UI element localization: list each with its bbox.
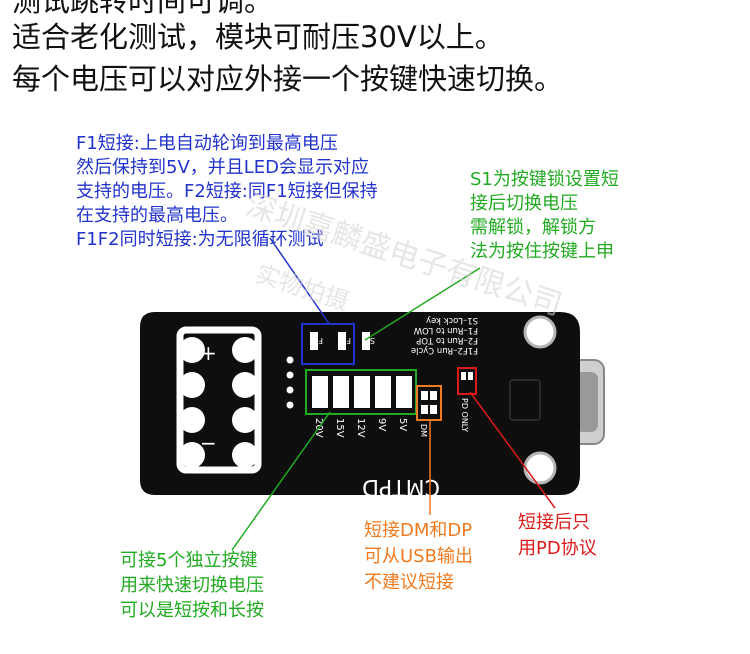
- button-pad-5v: [396, 376, 412, 408]
- s1-note-line: 需解锁，解锁方: [470, 217, 596, 238]
- pad-dp: [421, 391, 428, 400]
- blue-leader-line: [269, 237, 331, 326]
- pad-label-s1: S1: [365, 336, 375, 345]
- dm-dp-note: 短接DM和DP 可从USB输出 不建议短接: [364, 518, 473, 596]
- f1-f2-pad-box: [301, 323, 355, 365]
- button-pad-20v: [312, 376, 328, 408]
- via: [286, 386, 294, 394]
- button-pad-15v: [333, 376, 349, 408]
- header-line-3: 每个电压可以对应外接一个按键快速切换。: [12, 62, 564, 96]
- ic-outline: [509, 379, 541, 421]
- s1-note: S1为按键锁设置短 接后切换电压 需解锁，解锁方 法为按住按键上申: [470, 168, 619, 264]
- pad: [179, 337, 205, 363]
- pad: [179, 372, 205, 398]
- pad-pd: [461, 372, 466, 380]
- f1-note-line: F1短接:上电自动轮询到最高电压: [76, 133, 338, 154]
- pcb-board: + − F2 F1 S1 F1F2–Run Cycle F2–Run to TO…: [140, 290, 610, 505]
- voltage-label-12v: 12V: [355, 418, 366, 438]
- s1-note-line: 接后切换电压: [470, 193, 578, 214]
- dm-label: DM: [419, 424, 428, 437]
- s1-note-line: 法为按住按键上申: [470, 241, 614, 262]
- pad-dm: [421, 405, 428, 414]
- keys-note: 可接5个独立按键 用来快速切换电压 可以是短按和长按: [120, 548, 264, 623]
- button-pad-9v: [375, 376, 391, 408]
- silk-line: F1F2–Run Cycle: [411, 345, 478, 355]
- keys-note-line: 用来快速切换电压: [120, 575, 264, 596]
- pad-label-f2: F2: [313, 336, 323, 345]
- voltage-label-15v: 15V: [334, 418, 345, 438]
- dm-note-line: 短接DM和DP: [364, 520, 473, 541]
- pad-label-f1: F1: [341, 336, 351, 345]
- via: [286, 356, 294, 364]
- keys-note-line: 可以是短按和长按: [120, 600, 264, 621]
- f1-note-line: 然后保持到5V，并且LED会显示对应: [76, 157, 370, 178]
- pd-note-line: 短接后只: [518, 512, 590, 533]
- f1-f2-note: F1短接:上电自动轮询到最高电压 然后保持到5V，并且LED会显示对应 支持的电…: [76, 132, 378, 252]
- voltage-label-9v: 9V: [376, 418, 387, 431]
- button-pad-12v: [354, 376, 370, 408]
- f1-note-line: 在支持的最高电压。: [76, 205, 238, 226]
- red-leader-line: [469, 391, 556, 509]
- silk-top-text: F1F2–Run Cycle F2–Run to TOP F1–Run to L…: [411, 315, 478, 355]
- via: [286, 401, 294, 409]
- pd-pad-box: [457, 367, 477, 395]
- pad: [232, 442, 258, 468]
- f1-note-line: 支持的电压。F2短接:同F1短接但保持: [76, 181, 378, 202]
- pad-dp: [430, 391, 437, 400]
- s1-note-line: S1为按键锁设置短: [470, 169, 619, 190]
- pad-dm: [430, 405, 437, 414]
- pad-f1: [338, 332, 346, 350]
- pad: [232, 372, 258, 398]
- silk-line: F1–Run to LOW: [413, 325, 478, 335]
- pad: [179, 407, 205, 433]
- pad: [232, 407, 258, 433]
- pd-only-label: PD ONLY: [460, 398, 469, 432]
- silk-line: F2–Run to TOP: [416, 335, 478, 345]
- pd-note: 短接后只 用PD协议: [518, 510, 597, 562]
- mounting-hole: [523, 315, 557, 349]
- pad-pd: [468, 372, 473, 380]
- keys-note-line: 可接5个独立按键: [120, 550, 258, 571]
- brand-label: CMTPD: [362, 474, 440, 499]
- dm-note-line: 可从USB输出: [364, 546, 473, 567]
- power-pad-outline: [176, 326, 262, 474]
- minus-label: −: [200, 431, 217, 455]
- usb-c-inner: [576, 372, 598, 432]
- header-line-2: 适合老化测试，模块可耐压30V以上。: [12, 20, 504, 54]
- pad: [179, 442, 205, 468]
- header-line-1: 测试跳转时间可调。: [12, 0, 274, 18]
- pad-s1: [362, 332, 370, 350]
- pad-f2: [310, 332, 318, 350]
- pad: [232, 337, 258, 363]
- dm-dp-pad-box: [416, 385, 442, 421]
- silk-line: S1–Lock key: [426, 315, 478, 325]
- plus-label: +: [200, 341, 217, 365]
- via: [286, 371, 294, 379]
- dm-note-line: 不建议短接: [364, 572, 454, 593]
- pd-note-line: 用PD协议: [518, 538, 597, 559]
- f1-note-line: F1F2同时短接:为无限循环测试: [76, 229, 324, 250]
- green-leader-line-bottom: [231, 411, 331, 551]
- green-leader-line-top: [364, 267, 481, 341]
- voltage-label-5v: 5V: [397, 418, 408, 431]
